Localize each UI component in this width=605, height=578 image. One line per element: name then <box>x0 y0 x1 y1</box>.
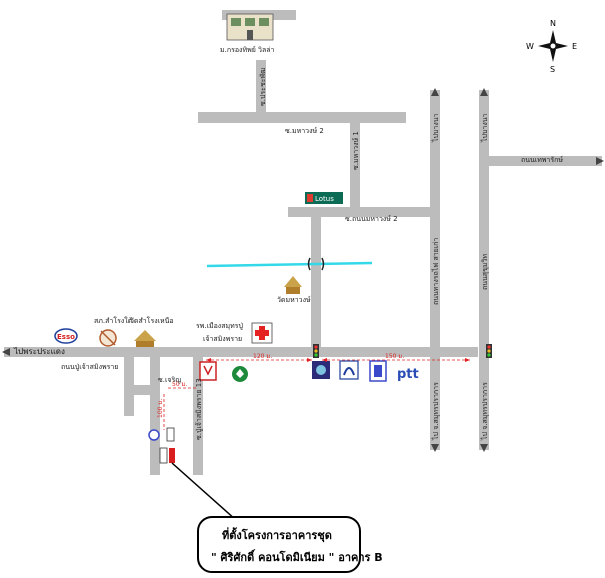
label-hospital-line2: เจ้าสมิงพราย <box>203 335 242 343</box>
road-sukhumvit <box>479 90 489 450</box>
label-bangna-upper: ไปบางนา <box>431 113 440 143</box>
site-pin-icon <box>148 429 160 441</box>
compass-s: S <box>550 65 555 74</box>
label-police: สภ.สำโรงใต้ <box>94 316 133 325</box>
compass-rose-icon: N S W E <box>526 19 577 74</box>
distance-markers: 120 ม. 150 ม. 50 ม. 100 ม. <box>157 353 470 430</box>
site-area <box>148 427 175 464</box>
temple-samrong-icon <box>134 330 156 347</box>
road-lotus-vertical <box>311 207 321 355</box>
compass-w: W <box>526 42 534 51</box>
label-to-samut-prakan-left: ไป จ.สมุทรปราการ <box>431 382 440 441</box>
compass-n: N <box>550 19 556 28</box>
label-soi-prachaphat: ซ.ประชะพัฒ <box>259 68 267 106</box>
label-school: ม.กรองทิพย์ วิลล่า <box>220 46 275 54</box>
label-thepharak: ถนนเทพารักษ์ <box>521 156 563 164</box>
canal <box>206 261 373 268</box>
label-to-phra-pradaeng: ไปพระประแดง <box>13 347 65 356</box>
esso-logo: Esso <box>54 328 78 344</box>
distance-label-1: 120 ม. <box>253 353 272 360</box>
project-callout: ที่ตั้งโครงการอาคารชุด " ศิริศักดิ์ คอนโ… <box>197 516 383 573</box>
road-soi-puchao13 <box>193 355 203 475</box>
road-soi-tanon-mahawong2 <box>288 207 438 217</box>
building-neighbor <box>159 447 168 464</box>
callout-title: ที่ตั้งโครงการอาคารชุด <box>222 527 332 543</box>
police-station-icon <box>99 329 117 347</box>
site-building-b-marker <box>169 448 175 463</box>
road-network <box>4 10 602 475</box>
label-soi-puchao13: ซ.ปู่เจ้าสมิงพราย 13 <box>195 378 203 440</box>
arrow-north-railway-icon <box>431 88 439 96</box>
arrow-north-sukhumvit-icon <box>480 88 488 96</box>
callout-project-name: " ศิริศักดิ์ คอนโดมิเนียม " อาคาร B <box>211 549 383 564</box>
ptt-logo: ptt <box>397 367 419 382</box>
label-soi-tanon-mahawong2: ซ.ถนนมหาวงษ์ 2 <box>345 215 398 223</box>
road-left-horizontal <box>124 385 160 395</box>
callout-pointer <box>171 462 237 521</box>
bank-logo-kasikorn <box>232 366 248 382</box>
hospital-cross-icon <box>251 322 273 344</box>
lotus-sign-text: Lotus <box>315 195 334 203</box>
compass-e: E <box>572 42 577 51</box>
bank-logo-bbl <box>339 360 359 380</box>
road-soi-mahawong2 <box>198 112 406 123</box>
school-building-icon <box>226 13 274 41</box>
road-railway <box>430 90 440 450</box>
label-soi-mahawong1: ซ.มหาวงษ์ 1 <box>352 131 360 170</box>
road-arrows <box>2 88 604 452</box>
label-to-samut-prakan-right: ไป จ.สมุทรปราการ <box>480 382 489 441</box>
road-left-spur <box>124 394 134 416</box>
label-bangna-right: ไปบางนา <box>480 113 489 143</box>
temple-mahawong-icon <box>284 276 302 294</box>
road-soi-sapwan <box>150 355 160 475</box>
traffic-light-icon <box>486 344 492 358</box>
ptt-text: ptt <box>397 367 419 382</box>
distance-label-2: 150 ม. <box>385 353 404 360</box>
road-soi-prachaphat <box>256 60 266 120</box>
label-railway-road: ถนนทางรถไฟ สายเก่า <box>431 238 440 305</box>
bank-logo-ktb <box>369 360 387 382</box>
bank-logo-red <box>199 361 217 381</box>
label-puchao-road: ถนนปู่เจ้าสมิงพราย <box>61 363 118 371</box>
building-a <box>166 427 175 442</box>
traffic-light-icon <box>313 344 319 358</box>
arrow-east-thepharak-icon <box>596 157 604 165</box>
arrow-south-sukhumvit-icon <box>480 444 488 452</box>
road-puchao-main <box>4 347 478 357</box>
bank-logo-scb <box>312 361 330 379</box>
label-soi-mahawong2: ซ.มหาวงษ์ 2 <box>285 127 324 135</box>
label-soi-sapwan: ซ.เจริญ <box>158 376 181 384</box>
road-thepharak <box>484 156 602 166</box>
arrow-south-railway-icon <box>431 444 439 452</box>
esso-text: Esso <box>57 333 75 341</box>
bridge-icon <box>307 257 325 271</box>
label-sukhumvit-road: ถนนสุขุมวิท <box>481 254 489 290</box>
label-hospital-line1: รพ.เมืองสมุทรปู่ <box>196 322 243 330</box>
distance-label-3: 50 ม. <box>172 381 187 388</box>
road-left-vertical <box>124 355 134 395</box>
label-wat-mahawong: วัดมหาวงษ์ <box>277 296 311 304</box>
label-wat-samrong: วัดสำโรงเหนือ <box>130 316 174 325</box>
lotus-store-sign: Lotus <box>305 192 343 204</box>
arrow-west-icon <box>2 348 10 356</box>
distance-label-4: 100 ม. <box>157 399 164 418</box>
road-soi-mahawong1 <box>350 122 360 214</box>
